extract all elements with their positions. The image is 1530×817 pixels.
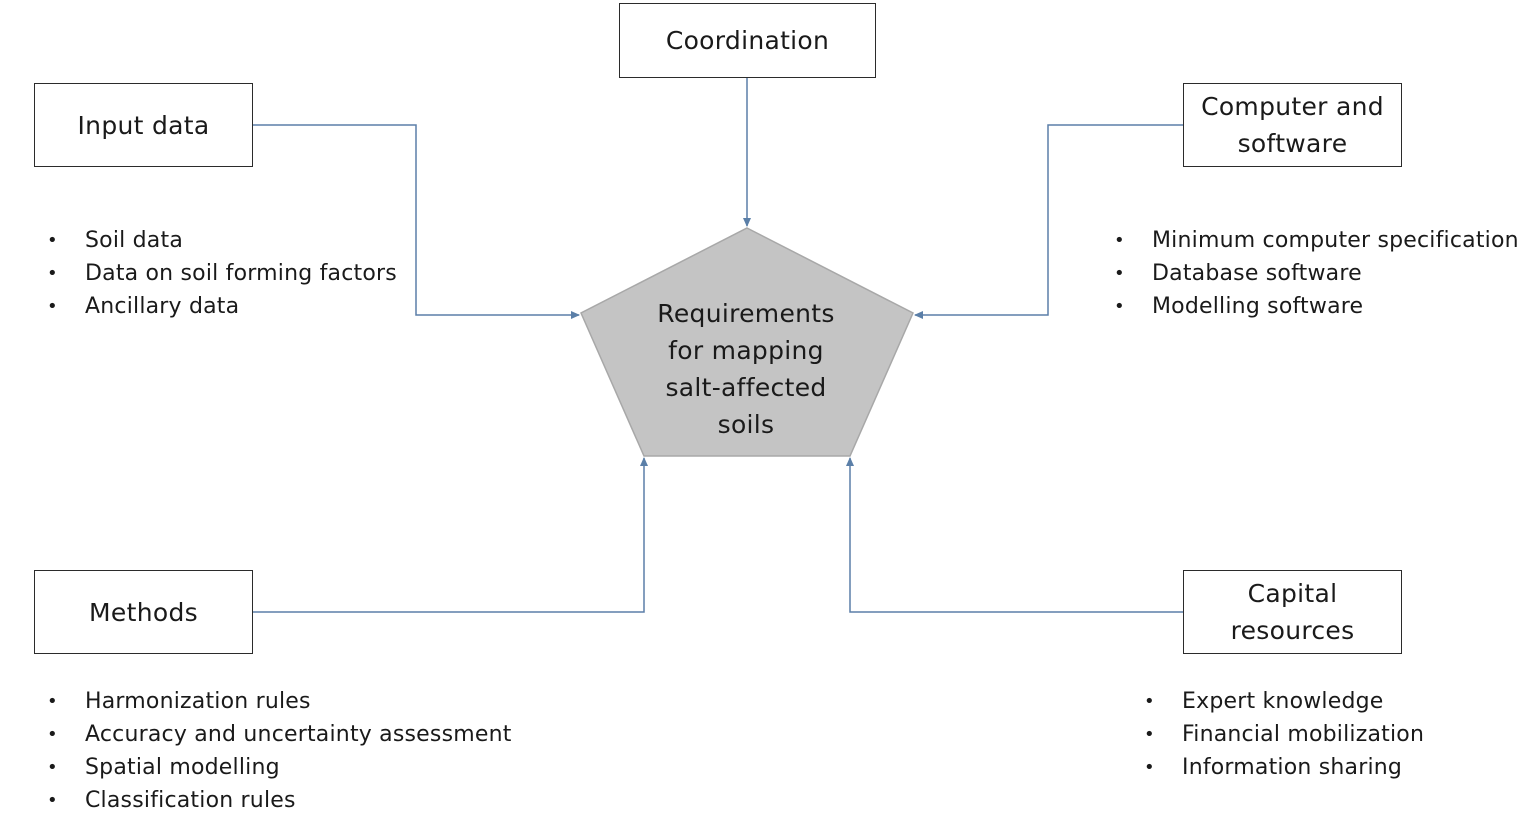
box-coordination: Coordination	[619, 3, 876, 78]
center-label-line: salt-affected	[665, 373, 827, 402]
list-item-text: Ancillary data	[85, 294, 240, 319]
list-item: • Soil data	[34, 224, 397, 257]
list-item-text: Database software	[1152, 261, 1362, 286]
connector-methods	[252, 457, 648, 613]
box-capital-resources-label-line: Capital	[1247, 579, 1338, 608]
list-item: • Financial mobilization	[1131, 718, 1424, 751]
bullet-icon: •	[1114, 263, 1125, 284]
list-item-text: Modelling software	[1152, 294, 1364, 319]
list-item: • Minimum computer specification	[1101, 224, 1519, 257]
box-input-data: Input data	[34, 83, 253, 167]
center-label-line: soils	[717, 410, 775, 439]
list-item: • Database software	[1101, 257, 1519, 290]
list-item-text: Expert knowledge	[1182, 689, 1384, 714]
bullet-icon: •	[47, 296, 58, 317]
list-item-text: Minimum computer specification	[1152, 228, 1519, 253]
center-pentagon	[580, 227, 914, 457]
list-item-text: Financial mobilization	[1182, 722, 1425, 747]
list-item-text: Data on soil forming factors	[85, 261, 397, 286]
list-item-text: Soil data	[85, 228, 183, 253]
center-label-line: Requirements	[657, 299, 835, 328]
list-item: • Spatial modelling	[34, 751, 512, 784]
box-coordination-label: Coordination	[665, 26, 830, 55]
bullet-icon: •	[47, 757, 58, 778]
box-computer-software-label-line: Computer and	[1201, 92, 1384, 121]
bullet-icon: •	[47, 724, 58, 745]
list-item: • Harmonization rules	[34, 685, 512, 718]
box-input-data-label: Input data	[77, 110, 210, 140]
center-label: Requirements for mapping salt-affected s…	[636, 295, 856, 443]
bullet-icon: •	[1144, 724, 1155, 745]
box-methods: Methods	[34, 570, 253, 654]
list-item: • Ancillary data	[34, 290, 397, 323]
center-label-line: for mapping	[668, 336, 824, 365]
list-item: • Modelling software	[1101, 290, 1519, 323]
bullet-icon: •	[1144, 691, 1155, 712]
list-input-data: • Soil data • Data on soil forming factors…	[34, 224, 397, 323]
box-capital-resources-label-line: resources	[1230, 616, 1355, 645]
connector-capital-resources	[846, 457, 1183, 613]
list-item-text: Accuracy and uncertainty assessment	[85, 722, 512, 747]
list-item-text: Information sharing	[1182, 755, 1403, 780]
bullet-icon: •	[47, 691, 58, 712]
list-item: • Data on soil forming factors	[34, 257, 397, 290]
box-computer-software: Computer and software	[1183, 83, 1402, 167]
connector-computer-software	[914, 124, 1183, 319]
list-capital-resources: • Expert knowledge • Financial mobilizatio…	[1131, 685, 1424, 784]
bullet-icon: •	[1144, 757, 1155, 778]
bullet-icon: •	[47, 230, 58, 251]
list-methods: • Harmonization rules • Accuracy and uncer…	[34, 685, 512, 817]
bullet-icon: •	[1114, 230, 1125, 251]
list-item: • Accuracy and uncertainty assessment	[34, 718, 512, 751]
list-computer-software: • Minimum computer specification • Databas…	[1101, 224, 1519, 323]
list-item: • Classification rules	[34, 784, 512, 817]
connector-input-data	[252, 124, 580, 319]
box-computer-software-label-line: software	[1237, 129, 1348, 158]
list-item: • Information sharing	[1131, 751, 1424, 784]
box-methods-label: Methods	[89, 597, 198, 627]
box-capital-resources: Capital resources	[1183, 570, 1402, 654]
list-item-text: Spatial modelling	[85, 755, 280, 780]
bullet-icon: •	[1114, 296, 1125, 317]
list-item: • Expert knowledge	[1131, 685, 1424, 718]
list-item-text: Harmonization rules	[85, 689, 311, 714]
bullet-icon: •	[47, 263, 58, 284]
list-item-text: Classification rules	[85, 788, 296, 813]
bullet-icon: •	[47, 790, 58, 811]
